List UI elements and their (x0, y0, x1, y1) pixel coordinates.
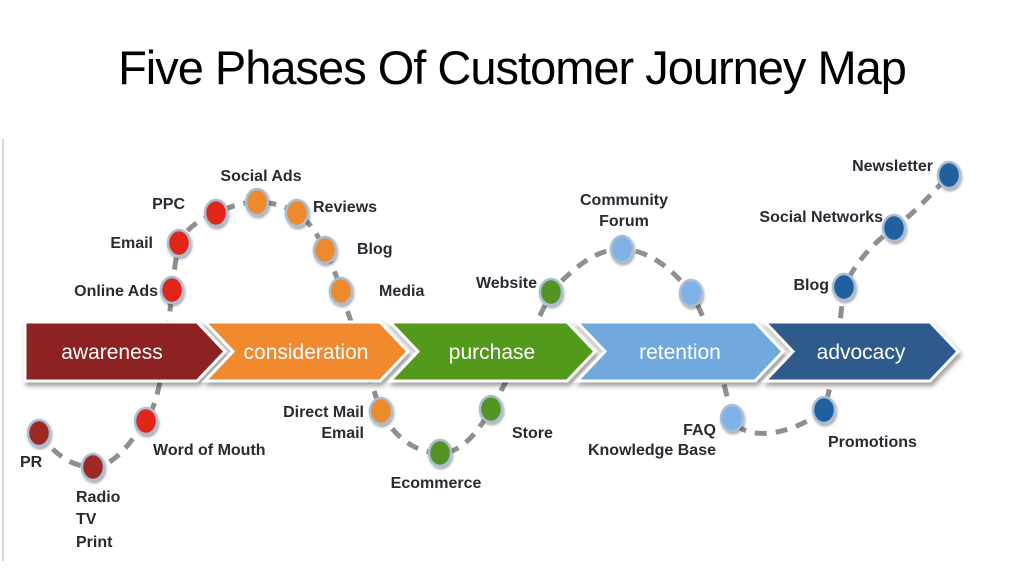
phase-arrow-purchase: purchase (386, 320, 598, 383)
phase-label-retention: retention (639, 341, 721, 364)
touchpoint-label-email: Email (110, 235, 153, 252)
phase-arrow-purchase-shape (386, 320, 598, 383)
touchpoint-labels: PR Radio TV Print Word of Mouth Online A… (20, 158, 933, 551)
phase-label-consideration: consideration (244, 341, 369, 364)
touchpoint-dot-reviews (284, 198, 310, 228)
touchpoint-dot-faq-knowledge-base (719, 403, 745, 433)
touchpoint-dot-media (328, 276, 354, 306)
touchpoint-dot-email (166, 228, 192, 258)
touchpoint-dot-store (478, 394, 504, 424)
phase-label-advocacy: advocacy (817, 341, 906, 364)
touchpoint-label-forum: Forum (599, 213, 649, 230)
touchpoint-dot-direct-mail-email (368, 396, 394, 426)
touchpoint-label-knowledge-base: Knowledge Base (588, 442, 716, 459)
phase-arrow-retention: retention (573, 320, 786, 383)
touchpoint-label-pr: PR (20, 454, 43, 471)
touchpoint-dot-ecommerce (427, 438, 453, 468)
touchpoint-label-website: Website (476, 275, 537, 292)
touchpoint-label-faq: FAQ (683, 422, 716, 439)
touchpoint-dot-promotions (811, 395, 837, 425)
touchpoint-label-newsletter: Newsletter (852, 158, 933, 175)
touchpoint-dots (26, 160, 962, 482)
touchpoint-label-reviews: Reviews (313, 199, 377, 216)
touchpoint-dot-online-ads (159, 275, 185, 305)
touchpoint-dot-word-of-mouth (133, 406, 159, 436)
touchpoint-dot-radio-tv-print (80, 452, 106, 482)
phase-arrow-consideration: consideration (201, 320, 411, 383)
phase-arrow-consideration-shape (201, 320, 411, 383)
touchpoint-label-radio: Radio (76, 489, 121, 506)
touchpoint-dot-newsletter (936, 160, 962, 190)
phase-arrow-advocacy: advocacy (761, 320, 961, 383)
phase-arrows: awareness consideration purchase retenti… (23, 320, 961, 383)
phase-arrow-awareness-shape (23, 320, 228, 383)
touchpoint-dot-website (538, 277, 564, 307)
phase-arrow-retention-shape (573, 320, 786, 383)
touchpoint-label-online-ads: Online Ads (74, 283, 158, 300)
touchpoint-label-direct-mail-email: Email (321, 425, 364, 442)
touchpoint-label-tv: TV (76, 511, 97, 528)
touchpoint-label-direct-mail: Direct Mail (283, 404, 364, 421)
phase-label-purchase: purchase (449, 341, 535, 364)
touchpoint-label-ppc: PPC (152, 196, 185, 213)
touchpoint-label-blog: Blog (357, 241, 393, 258)
touchpoint-label-print: Print (76, 534, 113, 551)
touchpoint-dot-social-networks (881, 213, 907, 243)
touchpoint-dot-community-forum (609, 234, 635, 264)
touchpoint-label-word-of-mouth: Word of Mouth (153, 442, 266, 459)
touchpoint-label-media: Media (379, 283, 424, 300)
touchpoint-dot-ppc (203, 198, 229, 228)
journey-dashed-path (36, 173, 951, 470)
diagram-left-border (2, 139, 4, 561)
touchpoint-label-promotions: Promotions (828, 434, 917, 451)
touchpoint-label-store: Store (512, 425, 553, 442)
touchpoint-label-community: Community (580, 192, 668, 209)
touchpoint-dot-social-ads (244, 187, 270, 217)
phase-arrow-advocacy-shape (761, 320, 961, 383)
touchpoint-dot-blog (312, 235, 338, 265)
touchpoint-label-social-networks: Social Networks (759, 209, 883, 226)
touchpoint-dot-pr (26, 418, 52, 448)
phase-arrow-awareness: awareness (23, 320, 228, 383)
touchpoint-dot-retention-mid (678, 278, 704, 308)
touchpoint-label-social-ads: Social Ads (220, 168, 301, 185)
phase-label-awareness: awareness (61, 341, 163, 364)
touchpoint-label-ecommerce: Ecommerce (391, 475, 482, 492)
touchpoint-dot-blog-advocacy (831, 272, 857, 302)
touchpoint-label-blog-advocacy: Blog (793, 277, 829, 294)
page-title: Five Phases Of Customer Journey Map (118, 41, 907, 94)
